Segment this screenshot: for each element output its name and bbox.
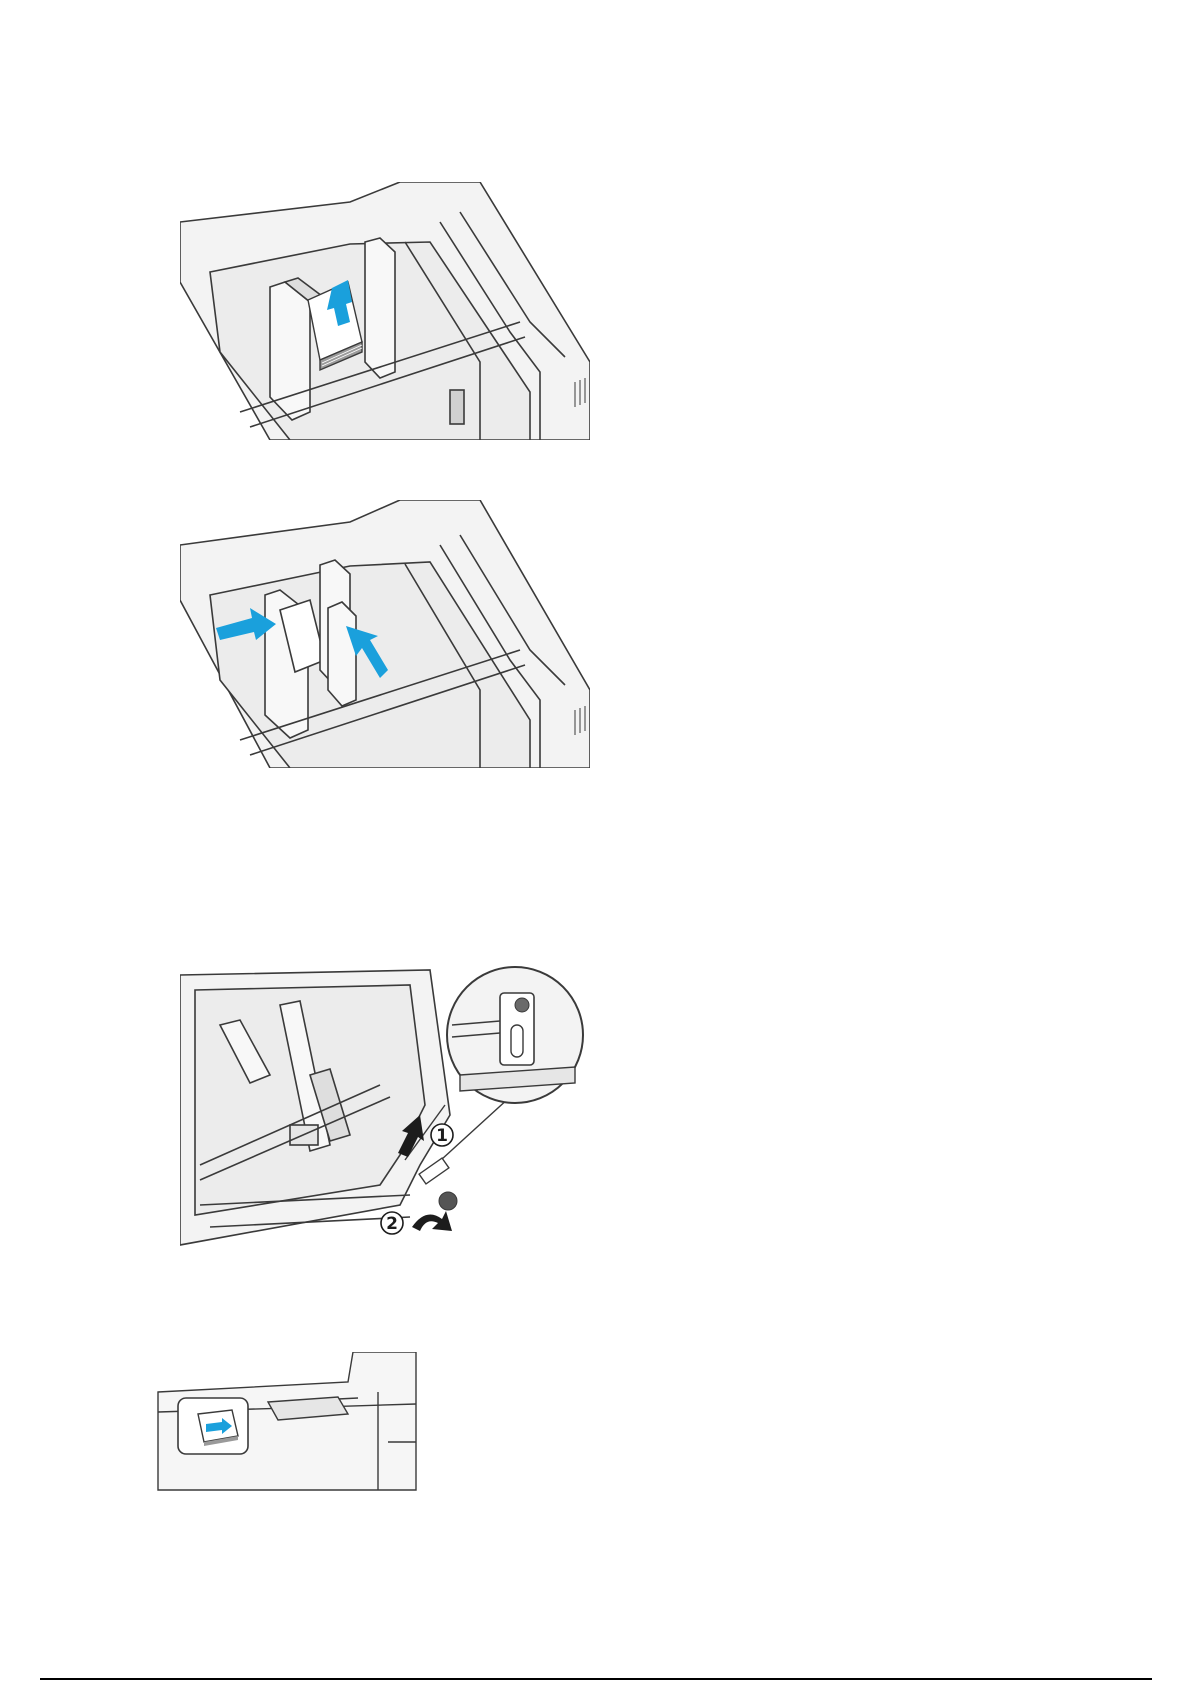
- adjust-paper-guides-figure: [180, 500, 590, 768]
- tray-indicator-figure: [148, 1352, 418, 1492]
- turn-knob-arrow-icon: [412, 1211, 452, 1231]
- step-2-label: 2: [381, 1212, 403, 1234]
- svg-text:1: 1: [436, 1126, 448, 1146]
- skew-adjustment-figure: 1 2: [180, 965, 600, 1255]
- skew-knob-icon: [419, 1158, 457, 1210]
- footer-rule: [40, 1678, 1152, 1680]
- step-1-label: 1: [431, 1124, 453, 1146]
- load-paper-figure: [180, 182, 590, 440]
- tray-status-indicator-icon: [178, 1398, 248, 1454]
- svg-text:2: 2: [386, 1214, 398, 1234]
